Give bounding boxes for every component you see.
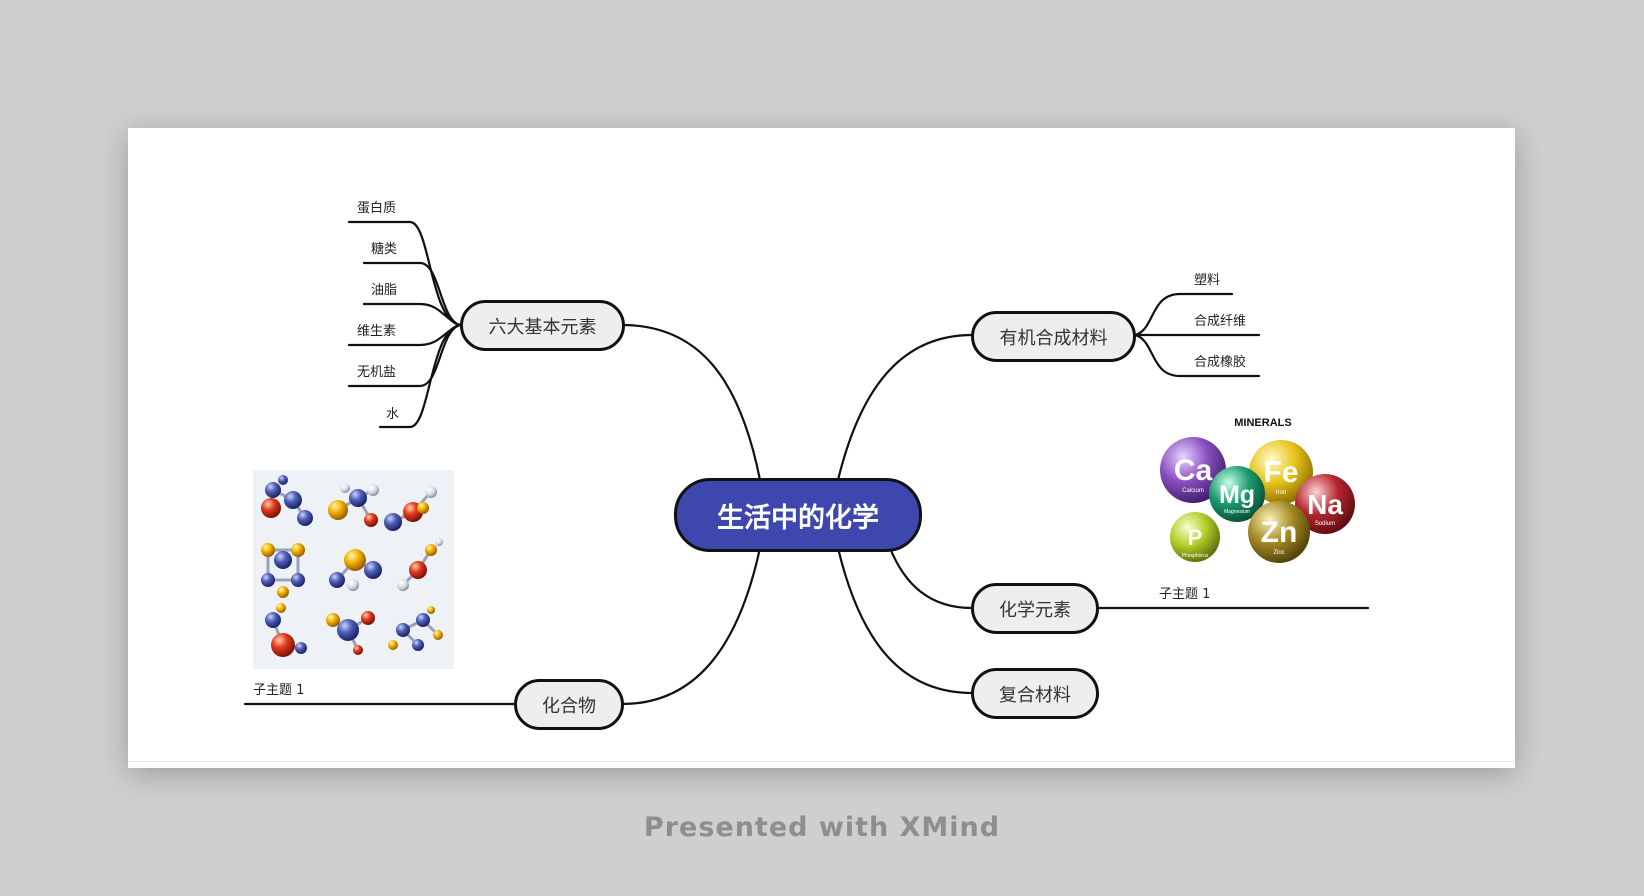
connector-sub-protein: [347, 220, 462, 327]
subtopic-compound-child[interactable]: 子主题 1: [253, 683, 305, 698]
minerals-title: MINERALS: [1234, 417, 1291, 429]
presented-with-xmind: Presented with XMind: [643, 812, 1001, 843]
mineral-ball-zn: [1248, 501, 1310, 563]
subtopic-synthetic-rubber[interactable]: 合成橡胶: [1194, 355, 1247, 370]
mineral-symbol-mg: Mg: [1219, 481, 1255, 509]
subtopic-vitamin[interactable]: 维生素: [357, 324, 397, 339]
canvas-divider: [128, 761, 1515, 762]
subtopic-fat[interactable]: 油脂: [371, 283, 398, 298]
minerals-illustration: MINERALS P Phosphorus Ca Calcium Fe Iron…: [1160, 417, 1355, 563]
mineral-symbol-fe: Fe: [1263, 456, 1298, 489]
mineral-ball-ca: [1160, 437, 1226, 503]
mineral-ball-fe: [1249, 440, 1313, 504]
mineral-ball-p: [1170, 512, 1220, 562]
subtopic-water[interactable]: 水: [386, 407, 400, 422]
subtopic-sugar[interactable]: 糖类: [371, 242, 398, 257]
subtopic-plastic[interactable]: 塑料: [1194, 273, 1221, 288]
molecules-illustration: [253, 470, 454, 669]
subtopic-salt[interactable]: 无机盐: [357, 365, 397, 380]
mineral-name-p: Phosphorus: [1182, 553, 1209, 559]
connector-sub-water: [378, 323, 462, 429]
connector-sub-plastic: [1133, 292, 1234, 337]
mineral-symbol-na: Na: [1307, 489, 1343, 520]
topic-six-nutrients[interactable]: 六大基本元素: [460, 300, 625, 351]
mineral-name-na: Sodium: [1315, 521, 1335, 527]
mineral-name-zn: Zinc: [1273, 550, 1284, 556]
mineral-symbol-p: P: [1188, 525, 1203, 550]
mineral-name-mg: Magnesium: [1224, 509, 1250, 515]
topic-organic-materials[interactable]: 有机合成材料: [971, 311, 1136, 362]
topic-chemical-elements[interactable]: 化学元素: [971, 583, 1099, 634]
connector-central-topic5: [836, 546, 974, 695]
connector-central-topic2: [836, 333, 974, 482]
molecules-image[interactable]: [253, 470, 454, 669]
central-topic[interactable]: 生活中的化学: [674, 478, 922, 552]
mineral-ball-na: [1295, 474, 1355, 534]
topic-composite-materials[interactable]: 复合材料: [971, 668, 1099, 719]
subtopic-protein[interactable]: 蛋白质: [357, 201, 397, 216]
mineral-name-ca: Calcium: [1182, 488, 1204, 494]
connector-sub-rubber: [1133, 333, 1261, 378]
connector-sub-fat: [362, 302, 462, 327]
topic-compounds[interactable]: 化合物: [514, 679, 624, 730]
connector-central-topic1: [620, 323, 762, 482]
connector-central-topic4: [620, 546, 762, 706]
mineral-ball-mg: [1209, 466, 1265, 522]
mineral-symbol-ca: Ca: [1174, 454, 1213, 487]
mineral-name-fe: Iron: [1276, 490, 1286, 496]
mineral-symbol-zn: Zn: [1261, 516, 1298, 549]
subtopic-element-child[interactable]: 子主题 1: [1159, 587, 1211, 602]
minerals-image[interactable]: MINERALS P Phosphorus Ca Calcium Fe Iron…: [1155, 412, 1365, 577]
connector-central-topic3: [888, 546, 974, 610]
subtopic-synthetic-fiber[interactable]: 合成纤维: [1194, 314, 1247, 329]
